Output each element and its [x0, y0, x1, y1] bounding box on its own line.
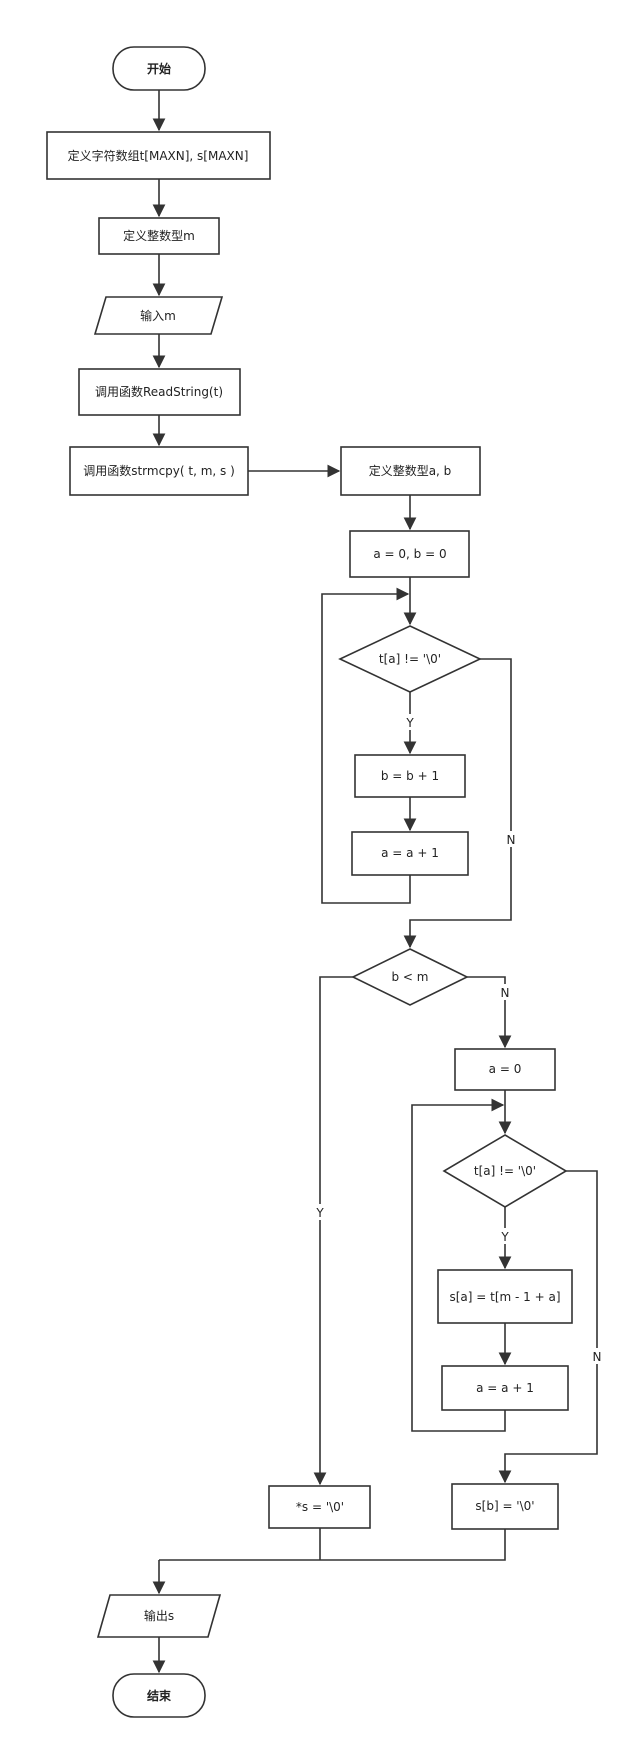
node-cond-b-lt-m-label: b < m [392, 970, 429, 984]
node-define-arrays-label: 定义字符数组t[MAXN], s[MAXN] [68, 148, 249, 163]
node-init-ab: a = 0, b = 0 [349, 530, 470, 578]
node-a-inc-2: a = a + 1 [441, 1365, 569, 1411]
node-a-inc-2-label: a = a + 1 [476, 1381, 534, 1395]
node-b-inc: b = b + 1 [354, 754, 466, 798]
edge-bm-yes-to-s-null [313, 976, 353, 1486]
node-end-label: 结束 [147, 1688, 172, 1703]
node-input-m-label: 输入m [140, 308, 176, 323]
node-b-inc-label: b = b + 1 [381, 769, 439, 783]
node-cond-b-lt-m: b < m [351, 948, 469, 1006]
node-start-label: 开始 [147, 61, 171, 76]
node-cond-loop1: t[a] != '\0' [338, 625, 482, 693]
edge-sb-null-to-merge [159, 1529, 506, 1561]
node-define-ab: 定义整数型a, b [340, 446, 481, 496]
node-s-null: *s = '\0' [268, 1485, 371, 1529]
node-cond-loop2-label: t[a] != '\0' [474, 1164, 536, 1178]
node-a-reset-label: a = 0 [489, 1062, 522, 1076]
node-a-reset: a = 0 [454, 1048, 556, 1091]
node-a-inc-1: a = a + 1 [351, 831, 469, 876]
node-cond-loop2: t[a] != '\0' [442, 1134, 568, 1208]
edge-loop2-back [411, 1098, 506, 1432]
node-call-strmcpy-label: 调用函数strmcpy( t, m, s ) [83, 463, 235, 478]
node-copy-char-label: s[a] = t[m - 1 + a] [449, 1290, 560, 1304]
edge-loop1-back [321, 587, 411, 904]
node-sb-null-label: s[b] = '\0' [475, 1499, 534, 1513]
label-loop2-yes: Y [500, 1230, 509, 1244]
node-start: 开始 [112, 46, 206, 91]
node-call-readstring: 调用函数ReadString(t) [78, 368, 241, 416]
label-bm-yes: Y [315, 1206, 324, 1220]
edge-bm-no-to-a-reset [467, 976, 512, 1049]
node-sb-null: s[b] = '\0' [451, 1483, 559, 1530]
node-copy-char: s[a] = t[m - 1 + a] [437, 1269, 573, 1324]
node-a-inc-1-label: a = a + 1 [381, 846, 439, 860]
node-call-readstring-label: 调用函数ReadString(t) [95, 384, 223, 399]
label-bm-no: N [501, 986, 510, 1000]
node-define-m: 定义整数型m [98, 217, 220, 255]
node-input-m: 输入m [93, 296, 224, 335]
edge-loop2-no-to-sb-null [498, 1170, 598, 1484]
label-loop2-no: N [593, 1350, 602, 1364]
node-end: 结束 [112, 1673, 206, 1718]
node-define-ab-label: 定义整数型a, b [369, 463, 452, 478]
node-define-m-label: 定义整数型m [123, 228, 195, 243]
label-loop1-yes: Y [405, 716, 414, 730]
node-define-arrays: 定义字符数组t[MAXN], s[MAXN] [46, 131, 271, 180]
node-output-s-label: 输出s [144, 1608, 174, 1623]
node-output-s: 输出s [96, 1594, 222, 1638]
node-init-ab-label: a = 0, b = 0 [373, 547, 446, 561]
edge-loop1-no-to-bm [403, 658, 512, 949]
label-loop1-no: N [507, 833, 516, 847]
node-s-null-label: *s = '\0' [296, 1500, 344, 1514]
node-cond-loop1-label: t[a] != '\0' [379, 652, 441, 666]
node-call-strmcpy: 调用函数strmcpy( t, m, s ) [69, 446, 249, 496]
